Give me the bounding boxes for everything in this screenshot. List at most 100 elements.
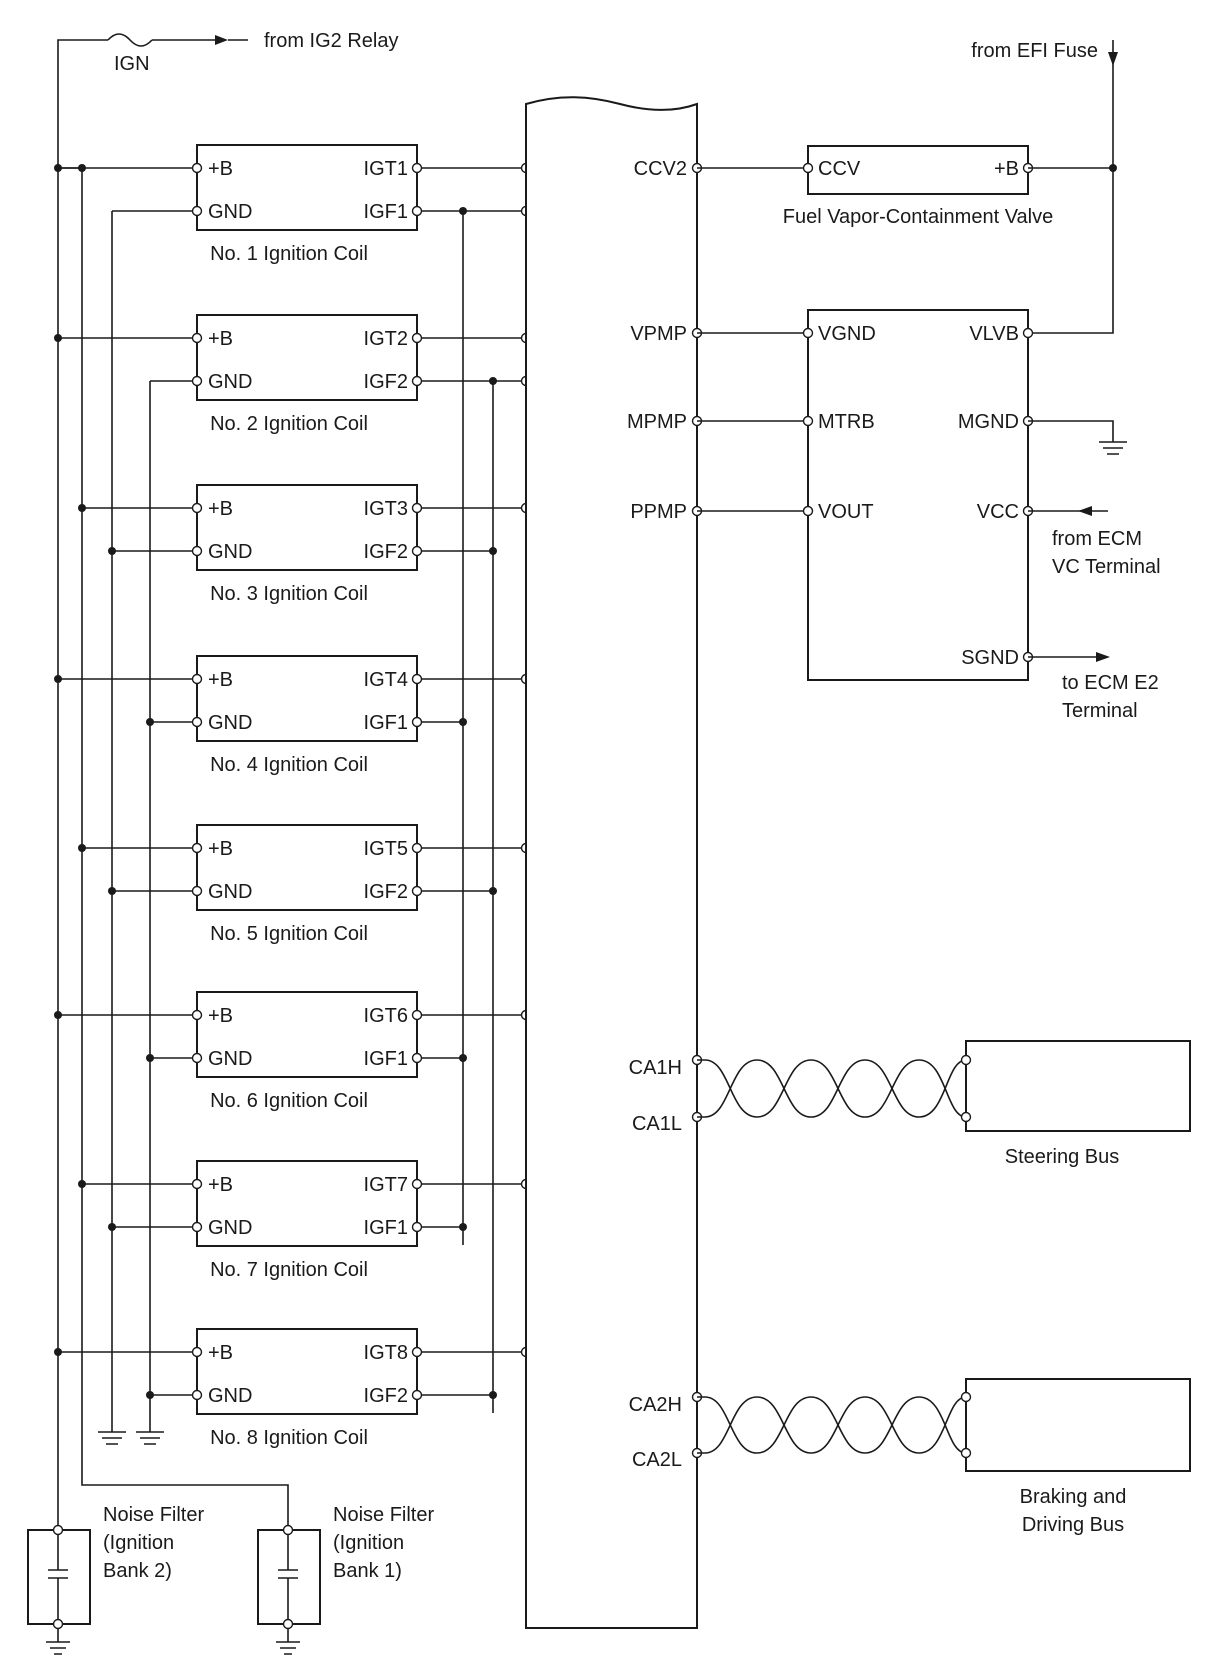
ecm-pin-ppmp: PPMP bbox=[630, 501, 687, 523]
coil-pin-gnd: GND bbox=[208, 1217, 252, 1239]
braking-bus-label-line1: Braking and bbox=[1020, 1486, 1127, 1508]
ign-fuse-icon bbox=[107, 33, 153, 47]
pump-pin-sgnd: SGND bbox=[961, 647, 1019, 669]
noise-filter-bank1: Noise Filter (Ignition Bank 1) bbox=[257, 1504, 434, 1655]
noise-filter-bank2-line3: Bank 2) bbox=[103, 1560, 172, 1582]
pump-pin-vgnd: VGND bbox=[818, 323, 876, 345]
coil-pin-igt: IGT4 bbox=[364, 669, 408, 691]
ecm-pin-ca1l: CA1L bbox=[632, 1113, 682, 1135]
coil-pin-b: +B bbox=[208, 498, 233, 520]
coil-pin-b: +B bbox=[208, 1174, 233, 1196]
coil-pin-igf: IGF2 bbox=[364, 881, 408, 903]
noise-filter-bank1-line1: Noise Filter bbox=[333, 1504, 434, 1526]
ground-icon bbox=[98, 1431, 164, 1445]
ecm-pin-ccv2: CCV2 bbox=[634, 158, 687, 180]
coil-pin-gnd: GND bbox=[208, 201, 252, 223]
ground-icon bbox=[1099, 441, 1127, 455]
efi-fuse-label: from EFI Fuse bbox=[971, 40, 1098, 62]
coil-pin-igf: IGF1 bbox=[364, 1048, 408, 1070]
coil-pin-igt: IGT2 bbox=[364, 328, 408, 350]
coil-name-label: No. 5 Ignition Coil bbox=[210, 923, 368, 945]
arrow-down-icon bbox=[1108, 52, 1118, 66]
arrow-right-icon bbox=[1096, 652, 1110, 662]
ig2-feed: IGN from IG2 Relay bbox=[57, 30, 398, 1530]
coil-pin-igf: IGF2 bbox=[364, 371, 408, 393]
coil-pin-b: +B bbox=[208, 1342, 233, 1364]
coil-pin-igf: IGF2 bbox=[364, 1385, 408, 1407]
ecm-box bbox=[525, 96, 698, 1629]
pump-pin-vlvb: VLVB bbox=[969, 323, 1019, 345]
coil-pin-igt: IGT7 bbox=[364, 1174, 408, 1196]
coil-pin-gnd: GND bbox=[208, 712, 252, 734]
coil-pin-gnd: GND bbox=[208, 1385, 252, 1407]
braking-driving-bus: Braking and Driving Bus bbox=[697, 1378, 1191, 1536]
ccv-pin-b: +B bbox=[994, 158, 1019, 180]
ccv-label: Fuel Vapor-Containment Valve bbox=[783, 206, 1054, 228]
coil-pin-gnd: GND bbox=[208, 371, 252, 393]
coil-pin-igt: IGT1 bbox=[364, 158, 408, 180]
noise-filter-bank1-line2: (Ignition bbox=[333, 1532, 404, 1554]
steering-bus-label: Steering Bus bbox=[1005, 1146, 1120, 1168]
coil-name-label: No. 6 Ignition Coil bbox=[210, 1090, 368, 1112]
coil-pin-b: +B bbox=[208, 838, 233, 860]
ccv-pin-ccv: CCV bbox=[818, 158, 861, 180]
coil-name-label: No. 4 Ignition Coil bbox=[210, 754, 368, 776]
noise-filter-bank2-line2: (Ignition bbox=[103, 1532, 174, 1554]
coil-pin-b: +B bbox=[208, 158, 233, 180]
coil-pin-gnd: GND bbox=[208, 881, 252, 903]
noise-filter-bank1-line3: Bank 1) bbox=[333, 1560, 402, 1582]
ecm-right-pins: CCV2 VPMP MPMP PPMP CA1H CA1L CA2H CA2L bbox=[627, 158, 703, 1471]
capacitor-icon bbox=[278, 1534, 298, 1620]
coil-pin-gnd: GND bbox=[208, 1048, 252, 1070]
vcc-note-line2: VC Terminal bbox=[1052, 556, 1161, 578]
coil-pin-igt: IGT3 bbox=[364, 498, 408, 520]
pump-module: VGND MTRB VOUT VLVB MGND VCC SGND from E… bbox=[697, 309, 1161, 722]
arrow-left-icon bbox=[215, 35, 228, 45]
ground-icon bbox=[276, 1628, 300, 1655]
pump-pin-mtrb: MTRB bbox=[818, 411, 875, 433]
coil-pin-igf: IGF1 bbox=[364, 712, 408, 734]
coil-pin-igf: IGF2 bbox=[364, 541, 408, 563]
ground-icon bbox=[46, 1628, 70, 1655]
bank1-supply-rail bbox=[81, 168, 289, 1530]
coil-pin-igt: IGT5 bbox=[364, 838, 408, 860]
coil-name-label: No. 7 Ignition Coil bbox=[210, 1259, 368, 1281]
pump-pin-mgnd: MGND bbox=[958, 411, 1019, 433]
arrow-left-icon bbox=[1078, 506, 1092, 516]
ecm-pin-ca2l: CA2L bbox=[632, 1449, 682, 1471]
fuel-vapor-containment-valve: CCV +B Fuel Vapor-Containment Valve from… bbox=[697, 40, 1118, 334]
coil-pin-b: +B bbox=[208, 328, 233, 350]
coil-pin-igt: IGT8 bbox=[364, 1342, 408, 1364]
pump-pin-vcc: VCC bbox=[977, 501, 1019, 523]
sgnd-note-line2: Terminal bbox=[1062, 700, 1138, 722]
coil-pin-igt: IGT6 bbox=[364, 1005, 408, 1027]
pump-pin-vout: VOUT bbox=[818, 501, 874, 523]
coil-name-label: No. 2 Ignition Coil bbox=[210, 413, 368, 435]
coil-name-label: No. 1 Ignition Coil bbox=[210, 243, 368, 265]
capacitor-icon bbox=[48, 1534, 68, 1620]
coil-pin-igf: IGF1 bbox=[364, 1217, 408, 1239]
coil-pin-gnd: GND bbox=[208, 541, 252, 563]
coil-name-label: No. 3 Ignition Coil bbox=[210, 583, 368, 605]
coil-pin-b: +B bbox=[208, 1005, 233, 1027]
coil-pin-b: +B bbox=[208, 669, 233, 691]
coil-pin-igf: IGF1 bbox=[364, 201, 408, 223]
noise-filter-bank2: Noise Filter (Ignition Bank 2) bbox=[27, 1504, 204, 1655]
ign-fuse-label: IGN bbox=[114, 53, 150, 75]
sgnd-note-line1: to ECM E2 bbox=[1062, 672, 1159, 694]
ecm-pin-ca2h: CA2H bbox=[629, 1394, 682, 1416]
noise-filter-bank2-line1: Noise Filter bbox=[103, 1504, 204, 1526]
braking-bus-label-line2: Driving Bus bbox=[1022, 1514, 1124, 1536]
ecm-pin-ca1h: CA1H bbox=[629, 1057, 682, 1079]
coil-name-label: No. 8 Ignition Coil bbox=[210, 1427, 368, 1449]
ig2-relay-label: from IG2 Relay bbox=[264, 30, 398, 52]
